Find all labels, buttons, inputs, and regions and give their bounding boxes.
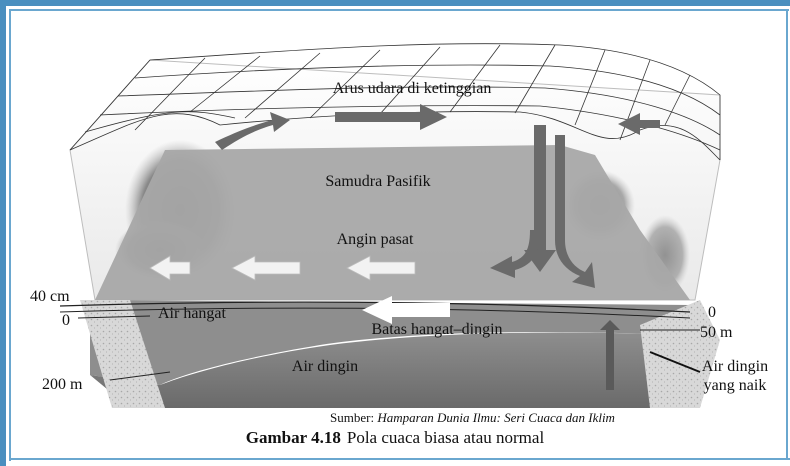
scale-left-zero: 0 — [62, 312, 70, 329]
source-label: Sumber: — [330, 410, 377, 425]
scale-right-depth: 50 m — [700, 324, 733, 341]
ocean-label: Samudra Pasifik — [325, 173, 430, 190]
upper-air-label: Arus udara di ketinggian — [333, 80, 492, 97]
figure-caption-text: Pola cuaca biasa atau normal — [347, 428, 544, 447]
boundary-label: Batas hangat–dingin — [371, 321, 502, 338]
figure-caption: Gambar 4.18 Pola cuaca biasa atau normal — [0, 428, 790, 448]
upwelling-label-line1: Air dingin — [702, 358, 768, 375]
scale-right-zero: 0 — [708, 304, 716, 321]
upwelling-label-line2: yang naik — [704, 377, 767, 394]
cold-water-label: Air dingin — [292, 358, 358, 375]
sea-surface — [95, 145, 690, 300]
source-credit: Sumber: Hamparan Dunia Ilmu: Seri Cuaca … — [0, 410, 790, 426]
scale-left-depth: 200 m — [42, 376, 83, 393]
scale-left-top: 40 cm — [30, 288, 70, 305]
trade-winds-label: Angin pasat — [337, 231, 414, 248]
warm-water-label: Air hangat — [158, 305, 227, 322]
figure-number: Gambar 4.18 — [246, 428, 341, 447]
source-title: Hamparan Dunia Ilmu: Seri Cuaca dan Ikli… — [377, 410, 615, 425]
